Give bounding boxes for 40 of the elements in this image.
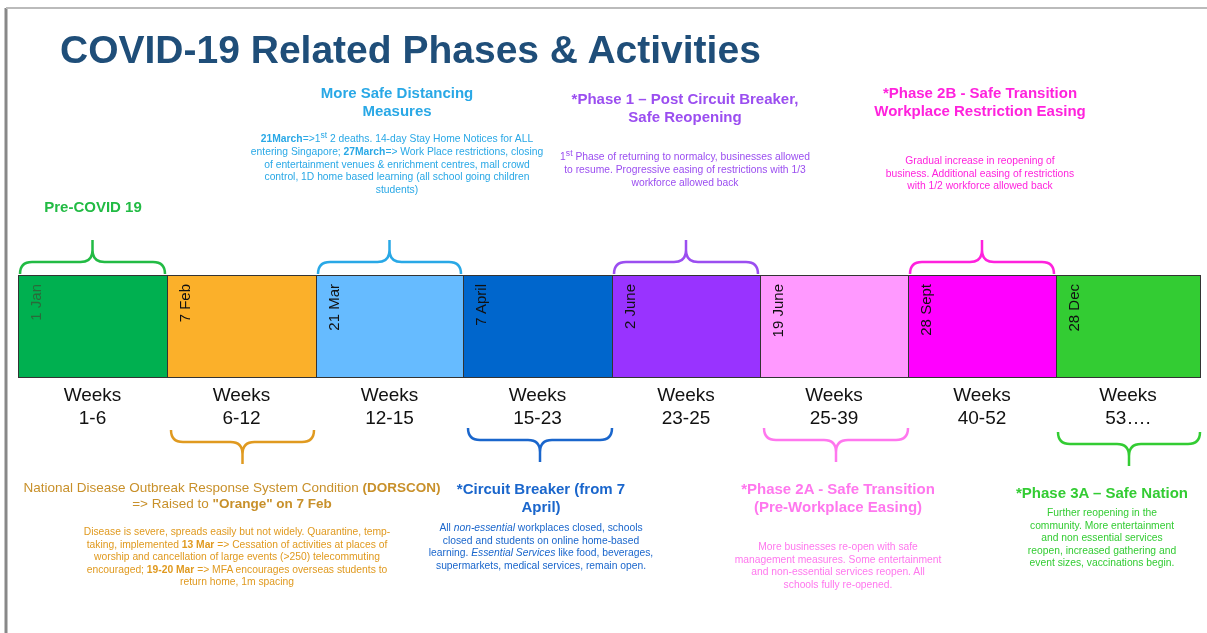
date-label: 28 Sept [917,284,934,336]
timeline-segment [1056,275,1201,378]
weeks-label: Weeks 53…. [1098,383,1158,429]
timeline-segment [18,275,168,378]
phase-heading: *Phase 1 – Post Circuit Breaker, Safe Reopening [570,90,800,127]
phase-heading: Pre-COVID 19 [43,198,143,217]
weeks-label: Weeks 12-15 [359,383,420,429]
phase-description: All non-essential workplaces closed, schools closed and students on online home-based learning. Essential Services like food, beverages, supermarkets, medical services, remain open. [427,522,655,573]
timeline-segment [463,275,613,378]
weeks-label: Weeks 40-52 [952,383,1012,429]
timeline-segment [612,275,761,378]
weeks-label: Weeks 1-6 [62,383,123,429]
date-label: 7 Feb [176,284,193,323]
weeks-label: Weeks 23-25 [656,383,716,429]
phase-heading: National Disease Outbreak Response System Condition (DORSCON) => Raised to "Orange" on 7 Feb [22,480,442,513]
date-label: 21 Mar [325,284,342,331]
date-label: 2 June [621,284,638,330]
date-label: 28 Dec [1065,284,1082,332]
date-label: 1 Jan [27,284,44,321]
date-label: 7 April [472,284,489,326]
phase-description: More businesses re-open with safe management measures. Some entertainment and non-essential services reopen. All schools fully re-opened. [733,541,943,592]
timeline-segment [908,275,1057,378]
title: COVID-19 Related Phases & Activities [60,28,761,72]
phase-description: Gradual increase in reopening of business. Additional easing of restrictions with 1/2 workforce allowed back [885,155,1075,193]
phase-heading: *Phase 2B - Safe Transition Workplace Restriction Easing [873,84,1087,121]
date-label: 19 June [769,284,786,338]
phase-description: Further reopening in the community. More entertainment and non essential services reopen, increased gathering and event sizes, vaccinations begin. [1027,507,1177,570]
phase-heading: More Safe Distancing Measures [319,84,475,121]
timeline-segment [316,275,464,378]
phase-description: Disease is severe, spreads easily but not widely. Quarantine, temp-taking, implemented 13 Mar => Cessation of activities at places of worship and cancellation of large events (>250) telecommuting encouraged; 19-20 Mar => MFA encourages overseas students to return home, 1m spacing [82,526,392,589]
weeks-label: Weeks 25-39 [804,383,864,429]
weeks-label: Weeks 6-12 [211,383,272,429]
timeline-segment [167,275,317,378]
phase-description: 21March=>1$^{st}$ 2 deaths. 14-day Stay Home Notices for ALL entering Singapore; 27March=> Work Place restrictions, closing of entertainment venues & enrichment centres, mall crowd control, 1D home based learning (all school going children students) [249,130,545,197]
phase-description: 1$^{st}$ Phase of returning to normalcy, businesses allowed to resume. Progressive easing of restrictions with 1/3 workforce allowed back [559,148,811,190]
weeks-label: Weeks 15-23 [507,383,568,429]
timeline-segment [760,275,909,378]
phase-heading: *Phase 2A - Safe Transition (Pre-Workplace Easing) [740,480,936,517]
phase-heading: *Phase 3A – Safe Nation [1015,484,1189,503]
phase-heading: *Circuit Breaker (from 7 April) [456,480,626,517]
